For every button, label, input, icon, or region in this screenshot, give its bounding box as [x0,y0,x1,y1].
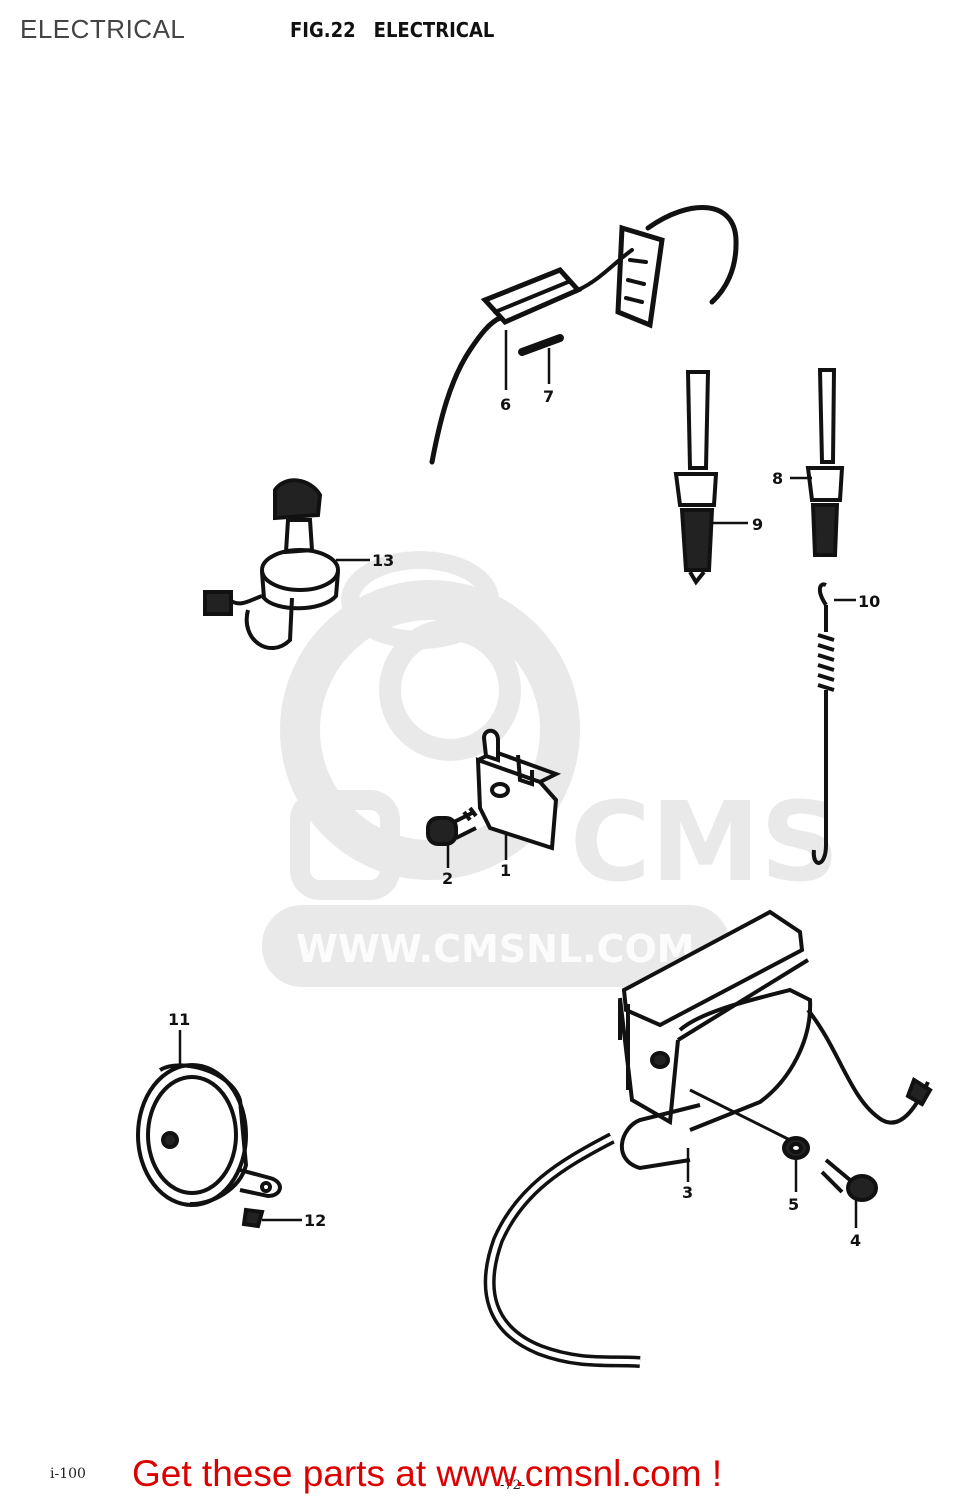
section-label: ELECTRICAL [20,14,186,44]
figure-number: FIG.22 [290,18,356,42]
fuse-holder-part [429,205,739,465]
figure-title-text: ELECTRICAL [373,18,495,42]
spark-plug-left [673,370,719,586]
watermark-url: WWW.CMSNL.COM [296,927,695,971]
figure-title: FIG.22 ELECTRICAL [290,18,494,42]
callout-1: 1 [500,861,511,880]
spark-plug-right [805,368,845,557]
callout-8: 8 [772,469,783,488]
horn-part [136,1063,282,1229]
callout-11: 11 [168,1010,190,1029]
callout-2: 2 [442,869,453,888]
watermark-brand: CMS [570,778,839,906]
callout-5: 5 [788,1195,799,1214]
cdi-unit-part [483,909,933,1368]
callout-numbers: 1 2 3 4 5 6 7 8 9 10 11 12 13 [168,387,880,1250]
cms-watermark: CMS [262,551,839,987]
callout-3: 3 [682,1183,693,1202]
callout-12: 12 [304,1211,326,1230]
callout-13: 13 [372,551,394,570]
callout-4: 4 [850,1231,861,1250]
rectifier-part [426,728,562,851]
callout-10: 10 [858,592,880,611]
spring-part [811,582,835,865]
parts-link-banner[interactable]: Get these parts at www.cmsnl.com ! [132,1453,723,1494]
callout-leaders [178,330,858,1228]
callout-9: 9 [752,515,763,534]
switch-part [203,478,340,651]
callout-7: 7 [543,387,554,406]
page-number: -72- [500,1478,526,1493]
page-code: i-100 [50,1466,86,1482]
callout-6: 6 [500,395,511,414]
